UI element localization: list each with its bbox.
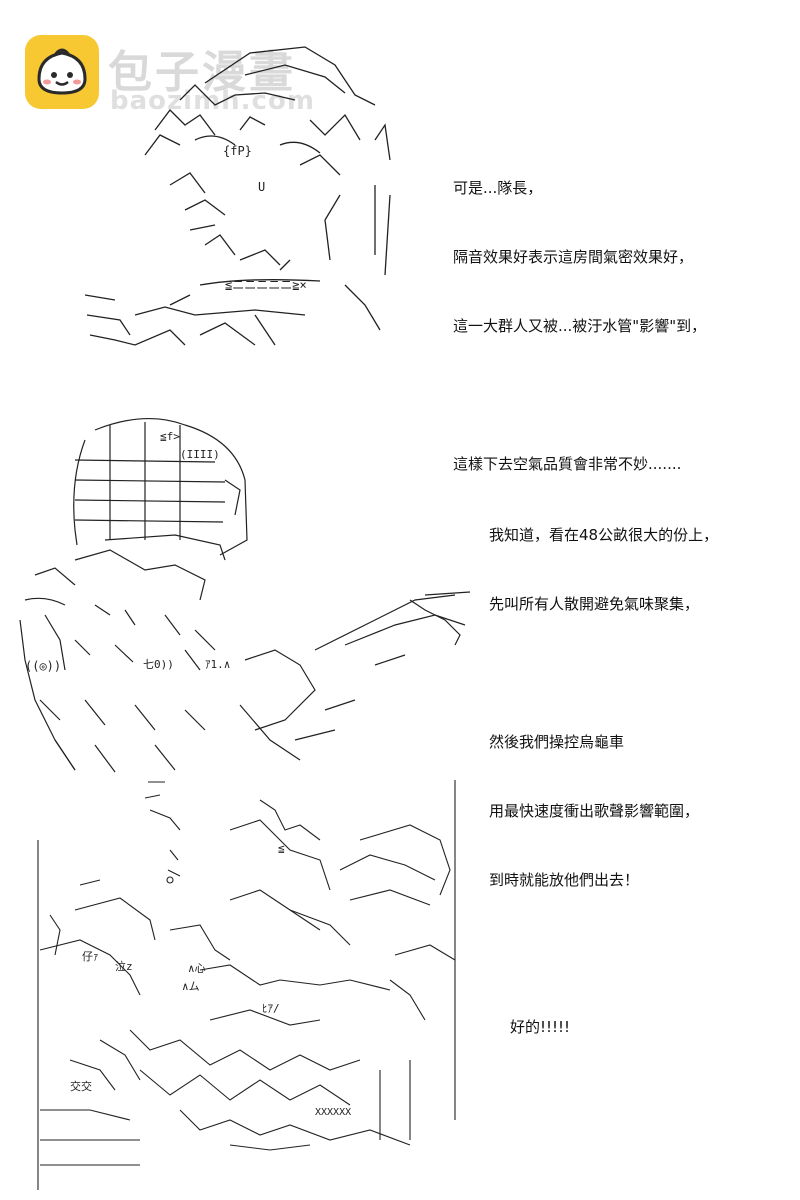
crowd-text-b: 泣z bbox=[115, 959, 133, 973]
glasses-glyph: ((◎)) bbox=[25, 659, 61, 673]
tag-b-glyph: 七0)) bbox=[143, 658, 174, 671]
speech-bubble-1: 可是...隊長， 隔音效果好表示這房間氣密效果好， 這一大群人又被...被汙水管… bbox=[453, 131, 706, 499]
crowd-text-a: 仔ｧ bbox=[82, 950, 99, 963]
watermark-title: 包子漫畫 bbox=[108, 47, 296, 98]
speech-gap bbox=[453, 384, 706, 407]
speech-bubble-3: 好的!!!!! bbox=[510, 970, 570, 1062]
speech-line: 這樣下去空氣品質會非常不妙....... bbox=[453, 455, 682, 473]
tag-c-glyph: ｱ1.∧ bbox=[205, 658, 230, 671]
helmet-tag-glyph: (IIII) bbox=[180, 448, 220, 461]
crowd-text-e: 交交 bbox=[70, 1079, 92, 1093]
crowd-text-c: ∧ム bbox=[182, 980, 200, 993]
crowd-text-h: ﾋｱ/ bbox=[262, 1002, 280, 1015]
speech-bubble-2: 我知道，看在48公畝很大的份上， 先叫所有人散開避免氣味聚集， 然後我們操控烏龜… bbox=[489, 478, 718, 915]
speech-line: 用最快速度衝出歌聲影響範圍， bbox=[489, 802, 700, 820]
speech-line: 先叫所有人散開避免氣味聚集， bbox=[489, 595, 700, 613]
speech-line: 可是...隊長， bbox=[453, 179, 543, 197]
hero-mouth-glyph: U bbox=[258, 180, 265, 194]
crowd-text-f: ∧心 bbox=[188, 962, 206, 975]
panel-1-art: {fP} U ≦ニニニニニ≧× bbox=[75, 45, 405, 355]
speech-line: 隔音效果好表示這房間氣密效果好， bbox=[453, 248, 694, 266]
hero-chin-glyph: ≦ニニニニニ≧× bbox=[225, 278, 307, 292]
speech-line: 好的!!!!! bbox=[510, 1018, 571, 1036]
speech-gap bbox=[489, 662, 718, 685]
speech-line: 這一大群人又被...被汙水管"影響"到， bbox=[453, 317, 707, 335]
speech-line: 到時就能放他們出去！ bbox=[489, 871, 640, 889]
crowd-text-d: XXXXXX bbox=[315, 1107, 351, 1118]
speech-line: 我知道，看在48公畝很大的份上， bbox=[489, 526, 719, 544]
hero-face-glyph: {fP} bbox=[223, 144, 252, 158]
crowd-text-g: ≦ bbox=[278, 842, 285, 855]
helmet-mark-glyph: ≦f> bbox=[160, 430, 180, 443]
watermark-subtitle: baozimh.com bbox=[110, 86, 315, 116]
speech-line: 然後我們操控烏龜車 bbox=[489, 733, 625, 751]
bun-face-logo-icon bbox=[25, 35, 99, 109]
panel-3-art: 仔ｧ 泣z ∧ム XXXXXX 交交 ∧心 ≦ ﾋｱ/ bbox=[30, 780, 470, 1195]
panel-2-art: ≦f> (IIII) ((◎)) 七0)) ｱ1.∧ bbox=[15, 400, 485, 780]
